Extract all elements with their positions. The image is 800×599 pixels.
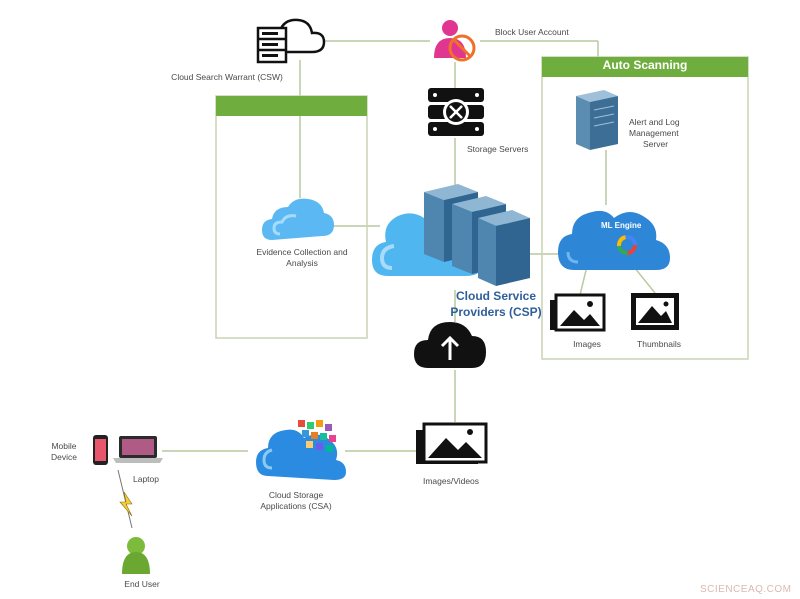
server-tower-icon <box>576 90 618 150</box>
cloud-icon <box>262 198 334 240</box>
csa-label-line2: Applications (CSA) <box>260 501 332 511</box>
user-link-line <box>117 469 133 529</box>
mobile-label-line1: Mobile <box>51 441 77 451</box>
auto-scanning-header <box>542 57 748 77</box>
block-account-label[interactable]: Block User Account <box>495 27 569 37</box>
alert-label-line1: Alert and Log <box>629 117 680 127</box>
images-label: Images <box>573 339 601 349</box>
evidence-panel-header <box>216 96 367 116</box>
alert-label-line2: Management <box>629 128 679 138</box>
ml-engine-label: ML Engine <box>601 221 642 230</box>
app-cloud-icon <box>256 420 346 480</box>
end-user-icon <box>122 537 150 574</box>
alert-label-line3: Server <box>643 139 669 149</box>
watermark: SCIENCEAQ.COM <box>700 584 792 595</box>
laptop-label: Laptop <box>133 474 159 484</box>
lightning-icon <box>119 491 133 517</box>
csp-label-line2: Providers (CSP) <box>450 305 542 319</box>
mobile-label-line2: Device <box>51 452 77 462</box>
ml-engine-cloud-icon <box>558 210 670 270</box>
thumbnail-icon <box>631 293 679 330</box>
auto-scanning-title: Auto Scanning <box>602 58 688 72</box>
storage-servers-label: Storage Servers <box>467 144 529 154</box>
images-videos-label: Images/Videos <box>422 476 480 486</box>
csw-label: Cloud Search Warrant (CSW) <box>171 72 283 82</box>
images-videos-icon <box>416 422 488 464</box>
evidence-label-line1: Evidence Collection and <box>256 247 348 257</box>
cloud-servers-icon <box>372 184 530 286</box>
csp-label-line1: Cloud Service <box>455 289 537 303</box>
image-icon <box>550 293 606 332</box>
storage-server-icon <box>428 88 484 136</box>
upload-cloud-icon <box>414 322 486 368</box>
server-stack-icon <box>256 18 326 64</box>
mobile-laptop-icon <box>93 435 163 465</box>
evidence-label-line2: Analysis <box>286 258 318 268</box>
csa-label-line1: Cloud Storage <box>268 490 324 500</box>
thumbnails-label: Thumbnails <box>637 339 681 349</box>
blocked-user-icon <box>434 20 476 62</box>
end-user-label: End User <box>124 579 160 589</box>
